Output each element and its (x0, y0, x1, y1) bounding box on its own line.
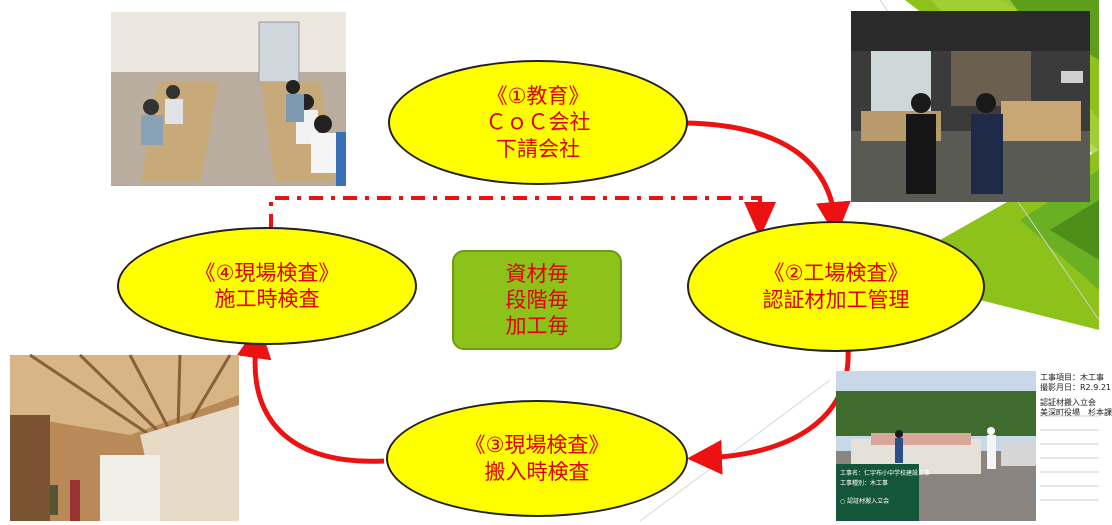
node-factory-inspection: 《②工場検査》 認証材加工管理 (687, 221, 985, 352)
center-criteria-box: 資材毎 段階毎 加工毎 (452, 250, 622, 350)
criteria-per-material: 資材毎 (505, 261, 569, 286)
arrow-delivery-to-construction (236, 323, 385, 464)
arrow-education-to-factory (685, 120, 851, 237)
node-delivery-inspection: 《③現場検査》 搬入時検査 (386, 400, 688, 517)
node-factory-line-1: 認証材加工管理 (762, 287, 910, 312)
factory-photo (851, 11, 1090, 202)
photo-board-text: 工事項目：木工事 撮影月日：R2.9.21 認証材搬入立会 美深町役場 杉本課 (1040, 373, 1112, 417)
arrow-construction-to-factory-dashed (269, 196, 776, 238)
photo-board-item: 工事種別：木工事 (840, 480, 889, 487)
material-delivery-photo: 工事名：仁宇布小中学校建設工事 工事種別：木工事 ○ 認証材搬入立会 (836, 371, 1036, 521)
criteria-per-processing: 加工毎 (505, 314, 569, 339)
node-education: 《①教育》 ＣｏＣ会社 下請会社 (388, 60, 688, 185)
node-factory-title: 《②工場検査》 (763, 261, 909, 286)
criteria-per-stage: 段階毎 (505, 287, 569, 312)
node-education-line-2: 下請会社 (496, 136, 580, 161)
node-delivery-line-1: 搬入時検査 (484, 459, 590, 484)
node-construction-line-1: 施工時検査 (214, 287, 320, 311)
node-construction-inspection: 《④現場検査》 施工時検査 (117, 227, 417, 345)
node-education-line-1: ＣｏＣ会社 (485, 110, 591, 135)
node-delivery-title: 《③現場検査》 (464, 433, 610, 458)
meeting-photo (111, 12, 346, 186)
node-construction-title: 《④現場検査》 (194, 260, 340, 285)
photo-board-caption: 工事名：仁宇布小中学校建設工事 (840, 470, 931, 477)
arrow-factory-to-delivery (687, 347, 851, 475)
node-education-title: 《①教育》 (486, 84, 590, 109)
timber-interior-photo (10, 353, 239, 521)
photo-board-note: ○ 認証材搬入立会 (840, 498, 890, 505)
